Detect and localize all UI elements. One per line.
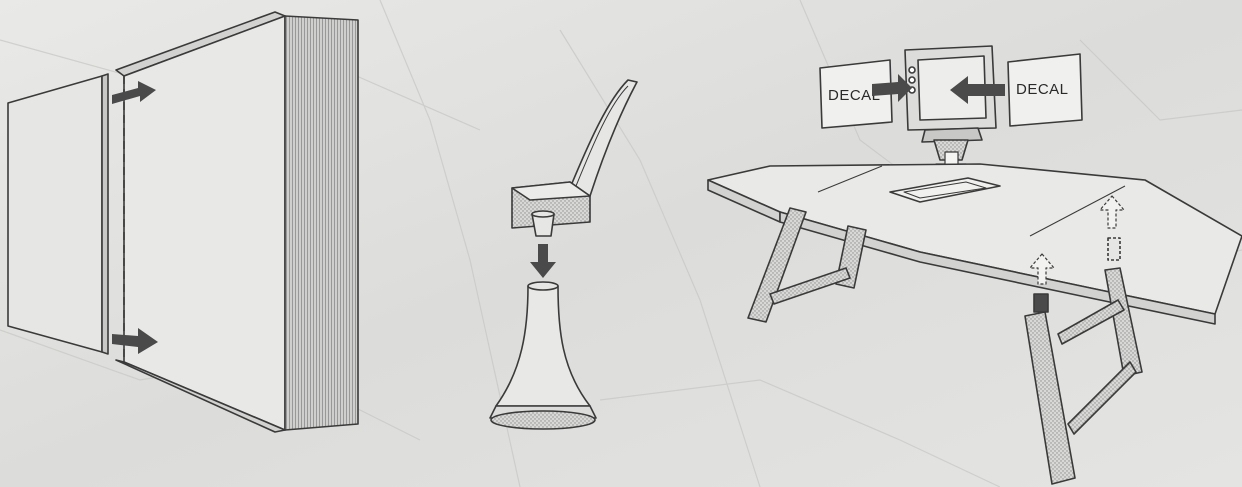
decal-label-right: DECAL — [1016, 81, 1069, 98]
decal-card-right: DECAL — [1008, 54, 1082, 126]
side-panel — [8, 74, 108, 354]
cabinet-body — [116, 12, 358, 432]
chair-stem — [532, 211, 554, 236]
